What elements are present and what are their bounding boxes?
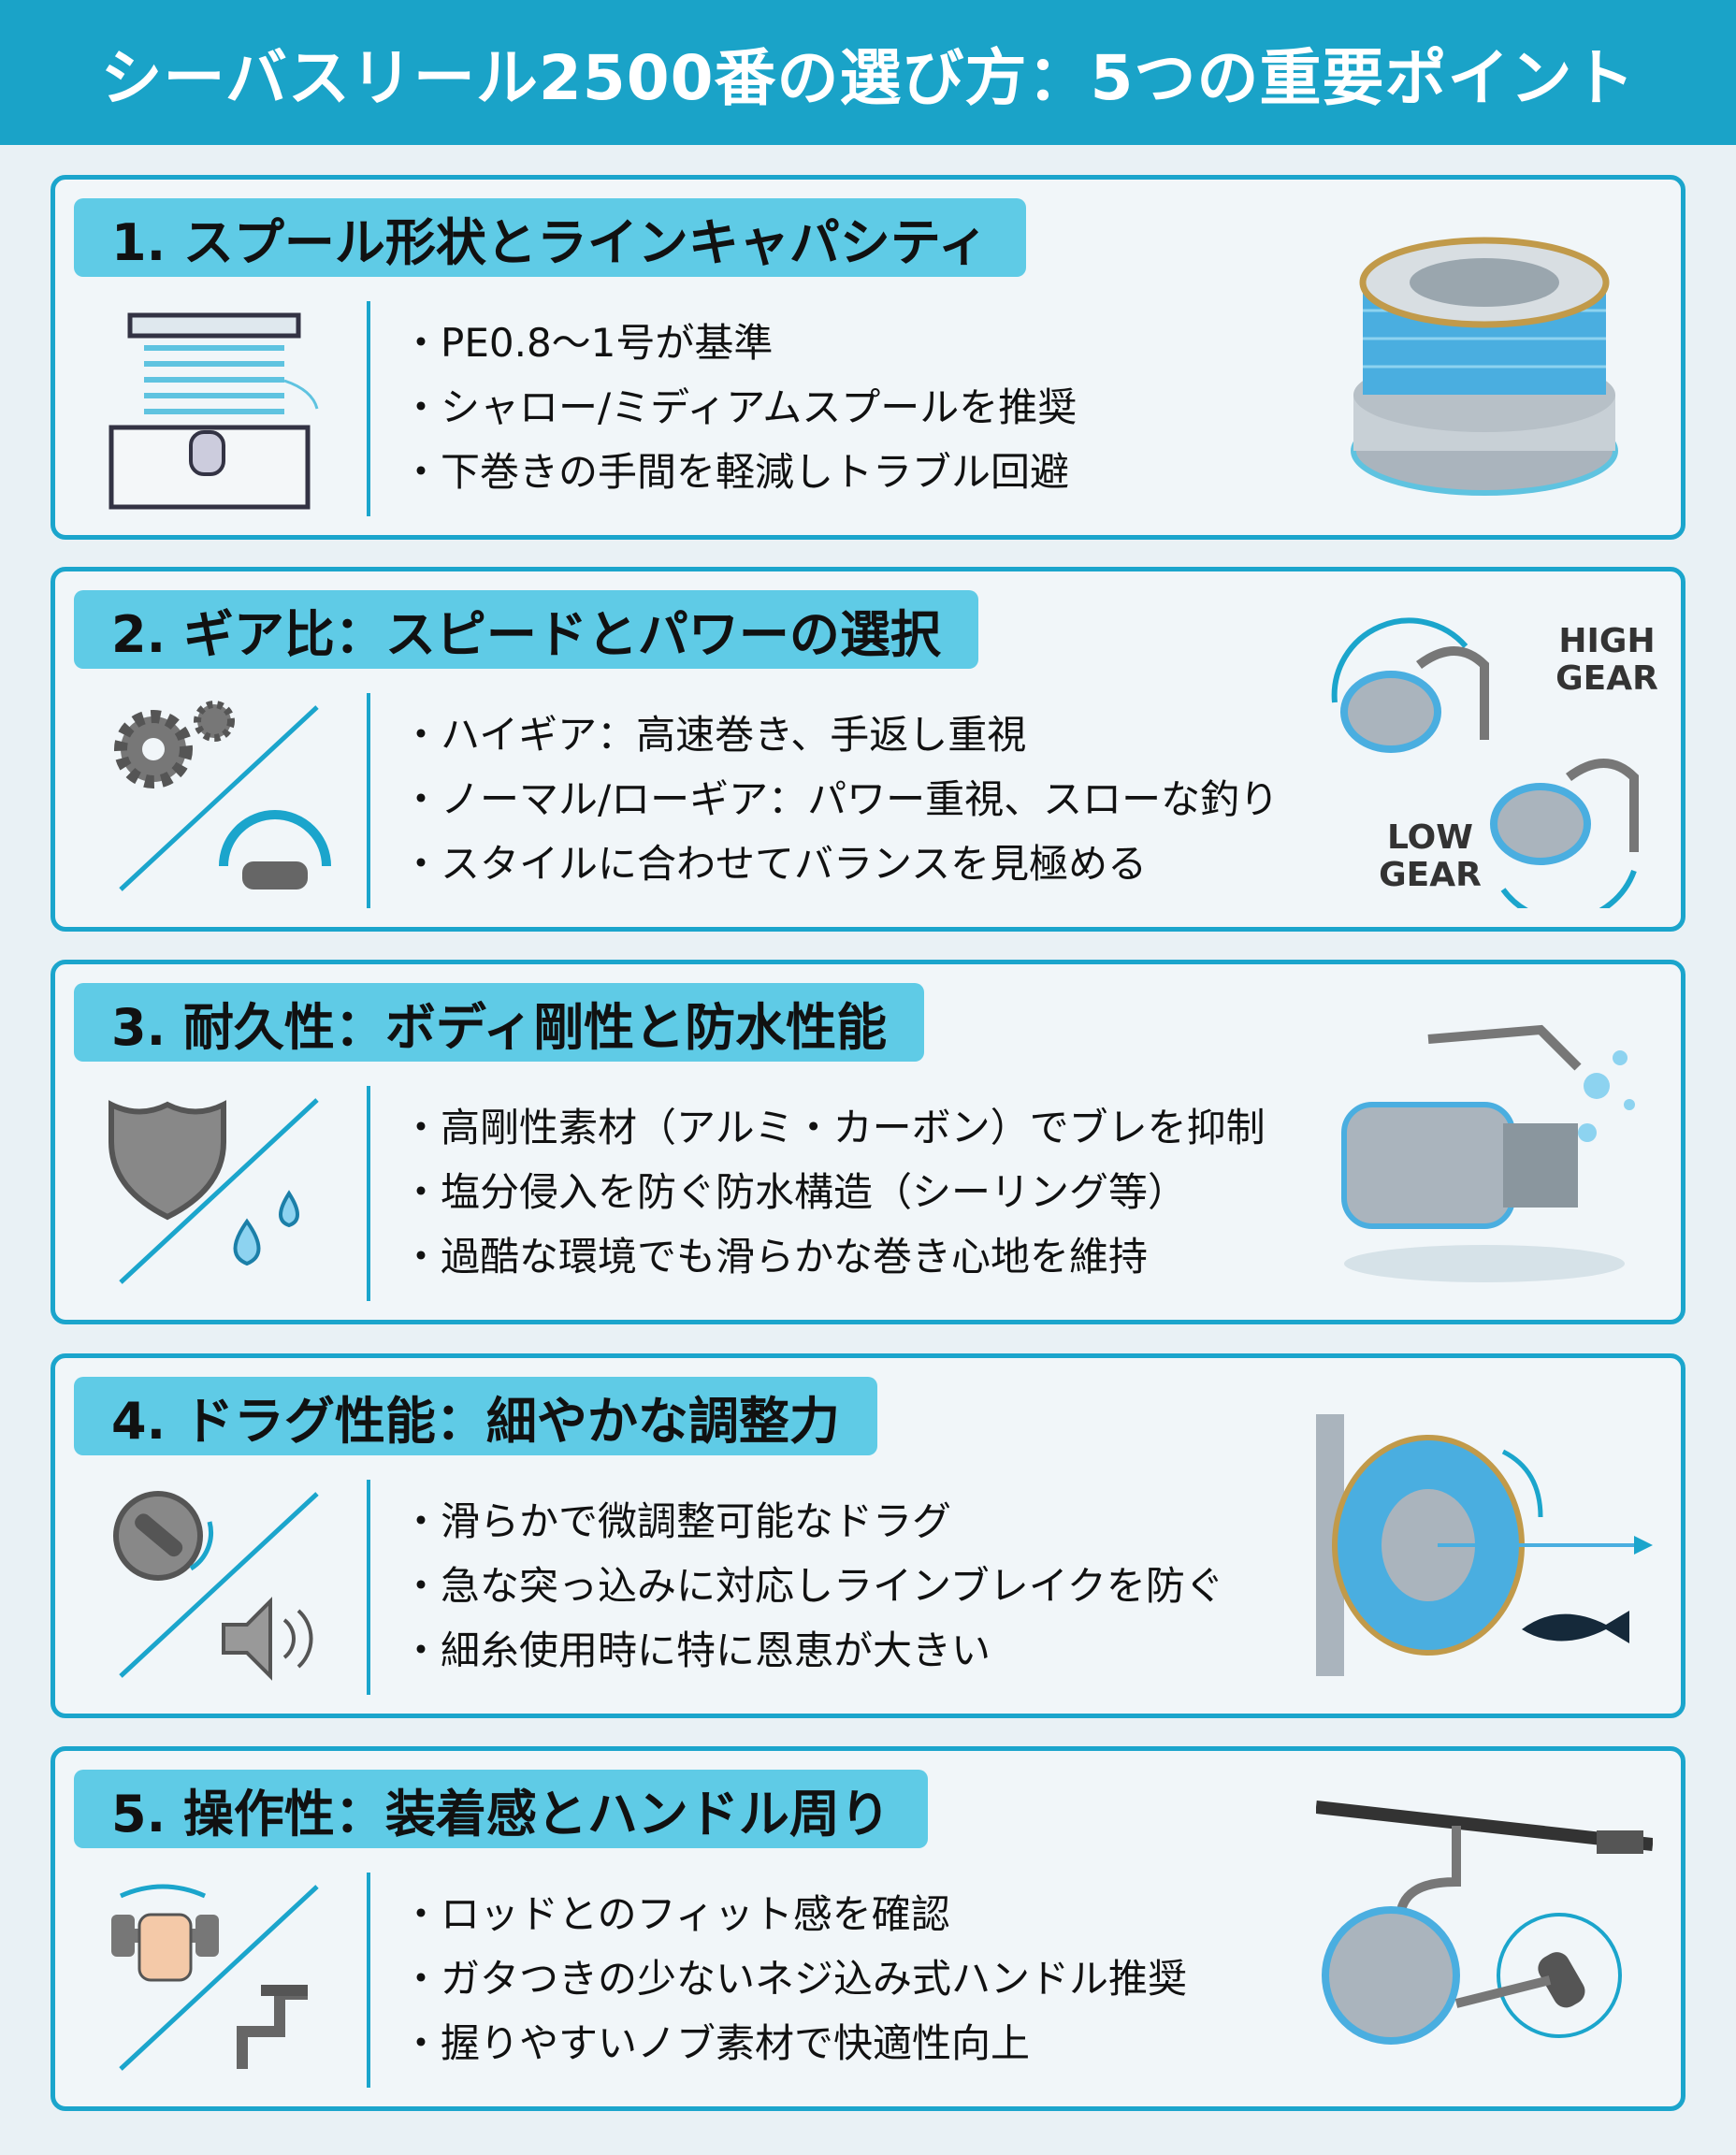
reel-gear-illustration	[1331, 617, 1639, 908]
bullet-list: 高剛性素材（アルミ・カーボン）でブレを抑制 塩分侵入を防ぐ防水構造（シーリング等…	[401, 1095, 1266, 1289]
low-gear-label: LOW GEAR	[1379, 818, 1482, 894]
bullet: 高剛性素材（アルミ・カーボン）でブレを抑制	[401, 1095, 1266, 1160]
section-title-pill: 2. ギア比：スピードとパワーの選択	[74, 590, 978, 669]
bullet: 握りやすいノブ素材で快適性向上	[401, 2011, 1187, 2075]
section-title-pill: 4. ドラグ性能：細やかな調整力	[74, 1377, 877, 1455]
divider	[367, 693, 370, 908]
handle-icon	[111, 1884, 319, 2071]
divider	[367, 1086, 370, 1301]
bullet-list: ハイギア：高速巻き、手返し重視 ノーマル/ローギア：パワー重視、スローな釣り ス…	[401, 702, 1279, 896]
bullet: ハイギア：高速巻き、手返し重視	[401, 702, 1279, 767]
section-title-pill: 3. 耐久性：ボディ剛性と防水性能	[74, 983, 925, 1062]
section-spool: 1. スプール形状とラインキャパシティ PE0.8〜1号が基準 シャロー/ミディ…	[51, 175, 1685, 540]
bullet: シャロー/ミディアムスプールを推奨	[401, 375, 1077, 440]
gears-icon	[114, 701, 331, 891]
divider	[367, 1480, 370, 1695]
section-handling: 5. 操作性：装着感とハンドル周り ロッドとのフィット感を確認 ガタつきの少ない…	[51, 1746, 1685, 2111]
bullet: ノーマル/ローギア：パワー重視、スローな釣り	[401, 767, 1279, 832]
section-drag: 4. ドラグ性能：細やかな調整力 滑らかで微調整可能なドラグ 急な突っ込みに対応…	[51, 1353, 1685, 1718]
divider	[367, 1873, 370, 2088]
section-title: 3. 耐久性：ボディ剛性と防水性能	[111, 997, 888, 1057]
section-title: 5. 操作性：装着感とハンドル周り	[111, 1784, 890, 1844]
shield-icon	[108, 1098, 319, 1284]
bullet: 下巻きの手間を軽減しトラブル回避	[401, 440, 1077, 504]
spool-illustration	[1351, 237, 1618, 496]
waterproof-reel-illustration	[1341, 1024, 1635, 1282]
bullet: 急な突っ込みに対応しラインブレイクを防ぐ	[401, 1554, 1224, 1618]
bullet: 過酷な環境でも滑らかな巻き心地を維持	[401, 1224, 1266, 1289]
section-title-pill: 5. 操作性：装着感とハンドル周り	[74, 1770, 928, 1848]
bullet: ロッドとのフィット感を確認	[401, 1882, 1187, 1946]
bullet: 細糸使用時に特に恩恵が大きい	[401, 1618, 1224, 1683]
rod-reel-illustration	[1316, 1801, 1653, 2045]
section-title: 1. スプール形状とラインキャパシティ	[111, 212, 989, 272]
bullet-list: ロッドとのフィット感を確認 ガタつきの少ないネジ込み式ハンドル推奨 握りやすいノ…	[401, 1882, 1187, 2075]
bullet: PE0.8〜1号が基準	[401, 311, 1077, 375]
bullet: 塩分侵入を防ぐ防水構造（シーリング等）	[401, 1160, 1266, 1224]
spool-icon	[108, 312, 319, 510]
bullet: 滑らかで微調整可能なドラグ	[401, 1489, 1224, 1554]
bullet-list: 滑らかで微調整可能なドラグ 急な突っ込みに対応しラインブレイクを防ぐ 細糸使用時…	[401, 1489, 1224, 1683]
high-gear-label: HIGH GEAR	[1555, 622, 1658, 698]
divider	[367, 301, 370, 516]
page-title: シーバスリール2500番の選び方：5つの重要ポイント	[100, 41, 1636, 114]
header: シーバスリール2500番の選び方：5つの重要ポイント	[0, 0, 1736, 145]
bullet: ガタつきの少ないネジ込み式ハンドル推奨	[401, 1946, 1187, 2011]
bullet-list: PE0.8〜1号が基準 シャロー/ミディアムスプールを推奨 下巻きの手間を軽減し…	[401, 311, 1077, 504]
section-title-pill: 1. スプール形状とラインキャパシティ	[74, 198, 1026, 277]
section-title: 2. ギア比：スピードとパワーの選択	[111, 604, 941, 664]
section-durability: 3. 耐久性：ボディ剛性と防水性能 高剛性素材（アルミ・カーボン）でブレを抑制 …	[51, 960, 1685, 1324]
bullet: スタイルに合わせてバランスを見極める	[401, 832, 1279, 896]
section-gear-ratio: 2. ギア比：スピードとパワーの選択 ハイギア：高速巻き、手返し重視 ノーマル/…	[51, 567, 1685, 932]
drag-fish-illustration	[1316, 1414, 1653, 1676]
section-title: 4. ドラグ性能：細やかな調整力	[111, 1391, 840, 1451]
drag-knob-icon	[113, 1491, 319, 1681]
